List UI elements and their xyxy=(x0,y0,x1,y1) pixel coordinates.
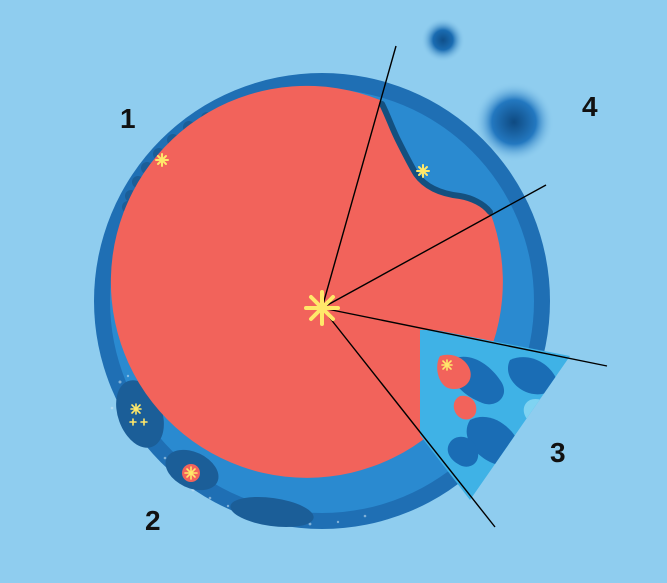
vacuole-asterisk-icon xyxy=(184,466,198,480)
region4-asterisk-icon xyxy=(416,164,430,178)
separator-lines xyxy=(321,45,608,528)
bud-large xyxy=(474,82,554,162)
region-label-3: 3 xyxy=(550,437,566,468)
region3-asterisk-icon xyxy=(441,359,453,371)
region2-asterisk-icon xyxy=(129,403,148,426)
core xyxy=(110,85,503,478)
region1-asterisk-icon xyxy=(155,153,169,167)
region-label-4: 4 xyxy=(582,91,598,122)
bite-fringe xyxy=(379,101,493,215)
region-label-1: 1 xyxy=(120,103,136,134)
region-label-2: 2 xyxy=(145,505,161,536)
vacuole-lower xyxy=(230,496,314,528)
bud-small xyxy=(421,18,465,62)
center-asterisk-icon xyxy=(304,290,340,326)
